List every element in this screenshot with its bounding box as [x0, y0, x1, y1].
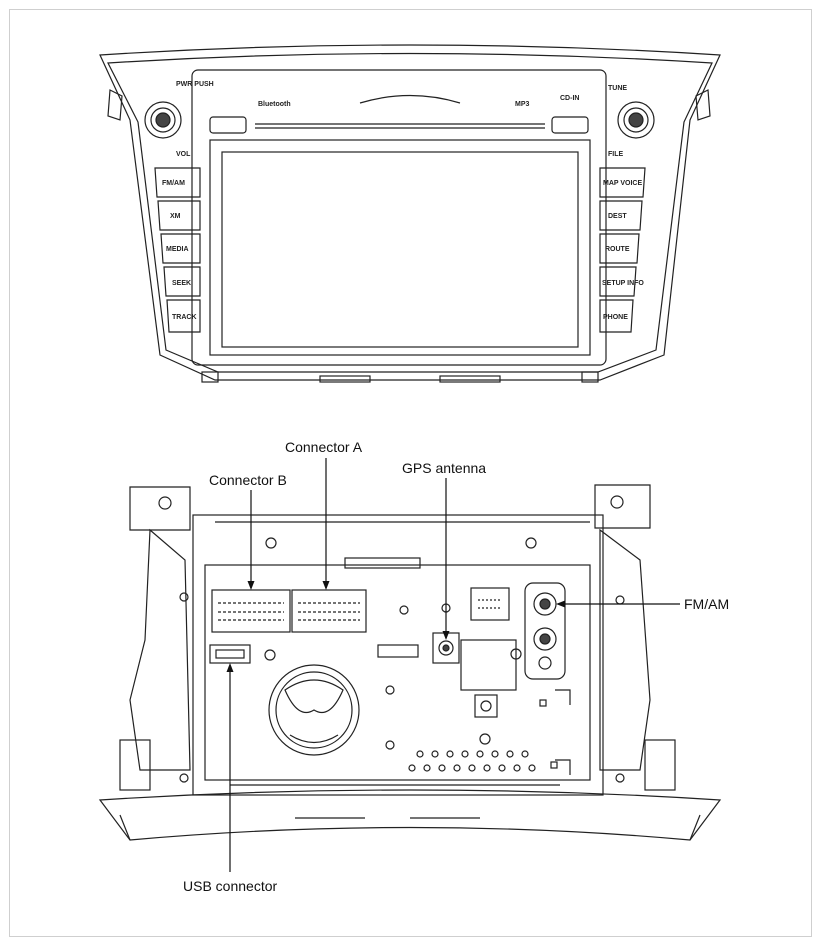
- connector-b-shape: [211, 589, 291, 633]
- connector-a-shape: [291, 589, 367, 633]
- right-button-setup-info: SETUP INFO: [602, 280, 644, 287]
- figure-frame: [9, 9, 812, 937]
- rear-panel-illustration: [98, 484, 722, 841]
- connector-b-label: Connector B: [209, 472, 287, 488]
- right-button-map-voice: MAP VOICE: [603, 180, 642, 187]
- cd-in-label: CD-IN: [560, 95, 579, 102]
- mp3-label: MP3: [515, 101, 530, 108]
- left-button-fm-am: FM/AM: [162, 180, 185, 187]
- gps-antenna-label: GPS antenna: [402, 460, 487, 476]
- left-button-seek: SEEK: [172, 280, 191, 287]
- front-panel-illustration: [99, 44, 721, 383]
- file-label: FILE: [608, 151, 623, 158]
- fm-am-label: FM/AM: [684, 596, 730, 612]
- bluetooth-label: Bluetooth: [258, 101, 291, 108]
- fm-am-jack-block: [524, 582, 566, 680]
- left-button-xm: XM: [170, 213, 181, 220]
- knob-label-pwr: PWR PUSH: [176, 81, 214, 88]
- right-button-route: ROUTE: [605, 246, 630, 253]
- right-button-phone: PHONE: [603, 314, 628, 321]
- left-button-track: TRACK: [172, 314, 197, 321]
- vol-label: VOL: [176, 151, 191, 158]
- connector-a-label: Connector A: [285, 439, 363, 455]
- leader-lines: [226, 458, 680, 872]
- right-button-dest: DEST: [608, 213, 627, 220]
- usb-connector-label: USB connector: [183, 878, 278, 894]
- left-button-media: MEDIA: [166, 246, 189, 253]
- knob-label-tune: TUNE: [608, 85, 627, 92]
